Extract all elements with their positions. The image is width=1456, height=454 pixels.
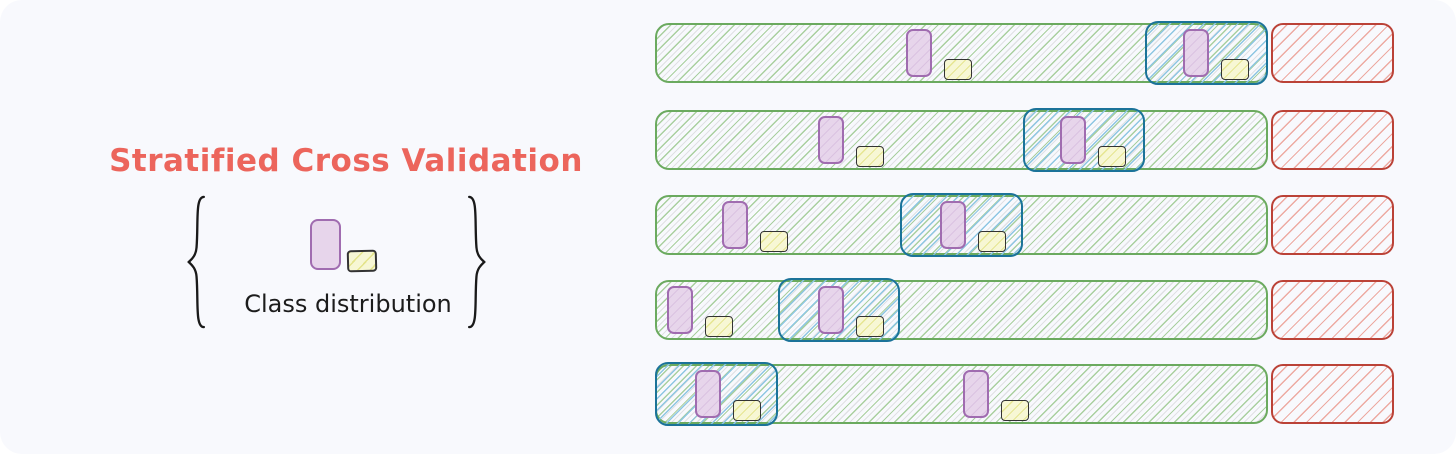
majority-class-marker <box>695 370 721 418</box>
minority-class-marker <box>760 231 788 252</box>
minority-class-marker <box>1098 146 1126 167</box>
page-title: Stratified Cross Validation <box>109 143 583 179</box>
right-brace-icon <box>460 194 490 330</box>
minority-class-marker <box>944 59 972 80</box>
train-segment <box>655 110 1268 170</box>
minority-class-marker <box>733 400 761 421</box>
majority-class-marker <box>818 286 844 334</box>
train-segment <box>655 280 1268 340</box>
test-segment <box>1271 364 1394 424</box>
test-segment <box>1271 110 1394 170</box>
minority-class-marker <box>1001 400 1029 421</box>
minority-class-marker <box>1221 59 1249 80</box>
fold-row <box>0 193 1456 257</box>
minority-class-marker <box>978 231 1006 252</box>
majority-class-marker <box>1183 29 1209 77</box>
class-distribution-label: Class distribution <box>244 290 452 318</box>
fold-row <box>0 108 1456 172</box>
test-segment <box>1271 195 1394 255</box>
majority-class-marker <box>722 201 748 249</box>
test-segment <box>1271 280 1394 340</box>
majority-class-marker <box>1060 116 1086 164</box>
majority-class-marker <box>940 201 966 249</box>
test-segment <box>1271 23 1394 83</box>
minority-class-marker <box>856 316 884 337</box>
majority-class-marker <box>963 370 989 418</box>
fold-row <box>0 21 1456 85</box>
majority-class-marker <box>818 116 844 164</box>
minority-class-marker <box>856 146 884 167</box>
fold-row <box>0 362 1456 426</box>
fold-row <box>0 278 1456 342</box>
majority-class-marker <box>667 286 693 334</box>
majority-class-swatch <box>310 219 341 270</box>
majority-class-marker <box>906 29 932 77</box>
minority-class-marker <box>705 316 733 337</box>
left-brace-icon <box>183 194 213 330</box>
